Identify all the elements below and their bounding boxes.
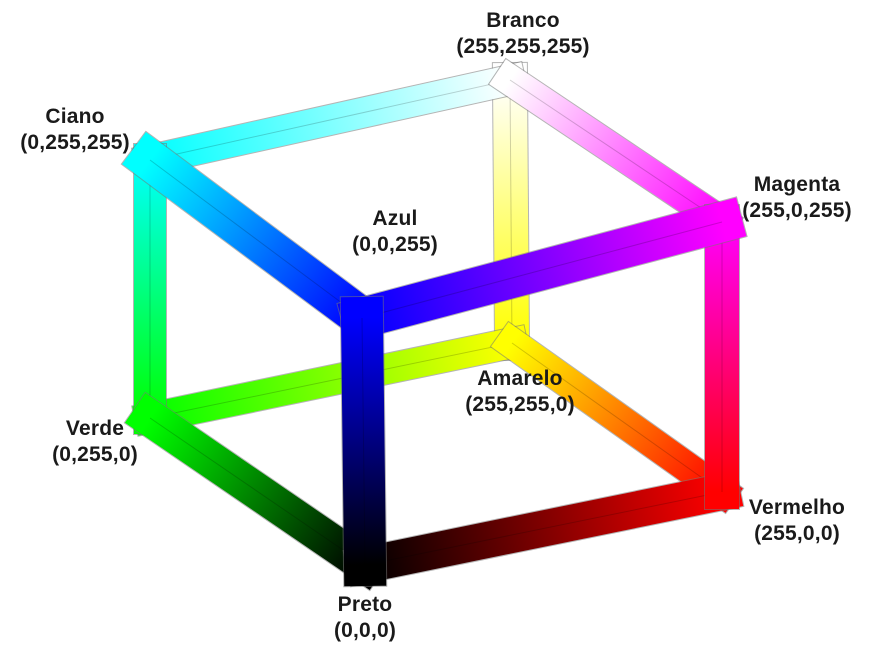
vertex-name: Ciano bbox=[45, 105, 105, 128]
vertex-label-amarelo: Amarelo (255,255,0) bbox=[445, 366, 595, 418]
vertex-label-ciano: Ciano (0,255,255) bbox=[0, 104, 150, 156]
cube-edge-black-red bbox=[343, 470, 744, 587]
vertex-rgb-value: (255,255,0) bbox=[465, 393, 575, 416]
vertex-label-azul: Azul (0,0,255) bbox=[330, 206, 460, 258]
cube-edge-bevel-black-red bbox=[364, 491, 723, 566]
vertex-label-verde: Verde (0,255,0) bbox=[30, 416, 160, 468]
vertex-rgb-value: (0,255,255) bbox=[20, 131, 130, 154]
vertex-name: Azul bbox=[372, 207, 418, 230]
cube-edge-green-black bbox=[124, 392, 391, 591]
cube-edge-cyan-blue bbox=[122, 132, 390, 346]
vertex-rgb-value: (255,255,255) bbox=[456, 35, 590, 58]
cube-edge-bevel-cyan-white bbox=[149, 79, 511, 161]
cube-edge-yellow-red bbox=[491, 322, 743, 513]
cube-edge-bevel-blue-black bbox=[361, 317, 366, 566]
cube-edge-bevel-yellow-green bbox=[149, 342, 513, 419]
vertex-rgb-value: (0,255,0) bbox=[52, 443, 138, 466]
vertex-label-vermelho: Vermelho (255,0,0) bbox=[722, 495, 872, 547]
vertex-label-preto: Preto (0,0,0) bbox=[305, 592, 425, 644]
vertex-rgb-value: (255,0,0) bbox=[754, 522, 840, 545]
cube-edge-bevel-green-black bbox=[149, 417, 366, 566]
cube-edge-bevel-cyan-blue bbox=[149, 159, 363, 319]
cube-edge-yellow-green bbox=[132, 325, 530, 436]
vertex-label-branco: Branco (255,255,255) bbox=[438, 8, 608, 60]
vertex-name: Vermelho bbox=[748, 496, 846, 519]
vertex-name: Branco bbox=[486, 9, 560, 32]
vertex-name: Preto bbox=[337, 593, 393, 616]
vertex-name: Amarelo bbox=[477, 367, 563, 390]
vertex-rgb-value: (255,0,255) bbox=[742, 199, 852, 222]
cube-edge-cyan-white bbox=[132, 62, 528, 178]
vertex-name: Magenta bbox=[753, 173, 841, 196]
cube-edge-white-magenta bbox=[489, 59, 743, 243]
vertex-name: Verde bbox=[65, 417, 125, 440]
vertex-rgb-value: (0,0,0) bbox=[333, 619, 397, 642]
vertex-label-magenta: Magenta (255,0,255) bbox=[722, 172, 872, 224]
cube-edge-bevel-white-magenta bbox=[509, 79, 723, 223]
cube-edge-bevel-blue-magenta bbox=[361, 221, 723, 319]
cube-edge-bevel-yellow-red bbox=[511, 342, 723, 493]
cube-edge-blue-magenta bbox=[337, 197, 747, 343]
vertex-rgb-value: (0,0,255) bbox=[352, 233, 438, 256]
cube-edge-blue-black bbox=[340, 296, 387, 587]
